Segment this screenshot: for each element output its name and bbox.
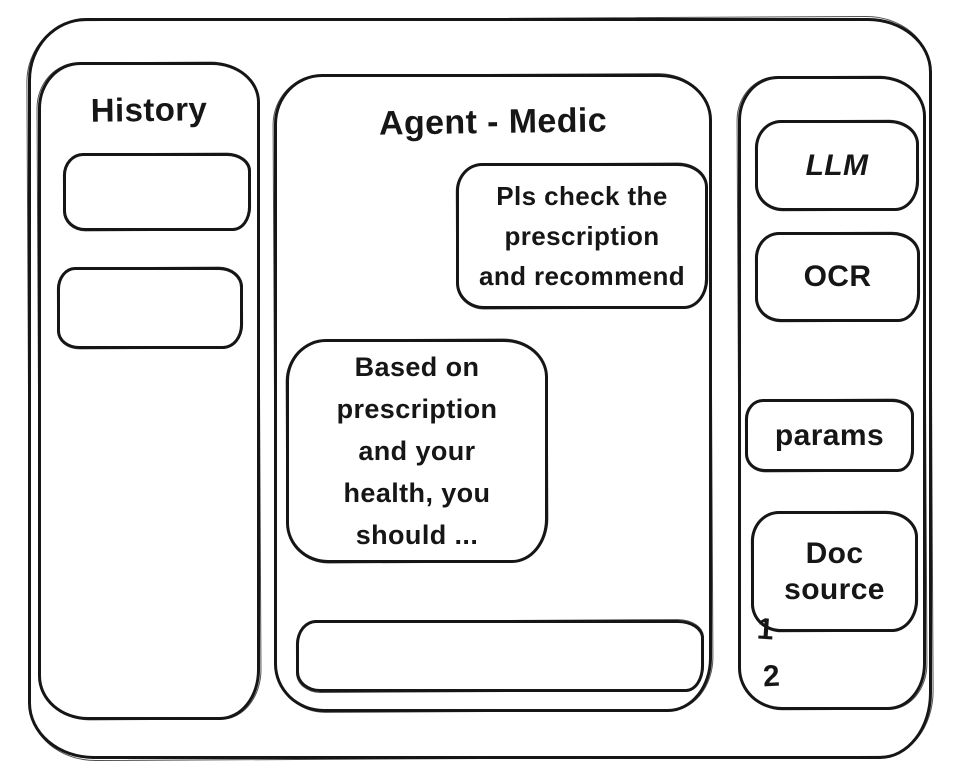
- chat-panel: Agent - Medic Pls check the prescription…: [274, 74, 712, 712]
- chat-input[interactable]: [299, 623, 701, 689]
- history-item[interactable]: [63, 153, 251, 231]
- history-panel: History: [38, 62, 260, 720]
- doc-source-button[interactable]: Doc source: [751, 511, 918, 632]
- history-title: History: [90, 90, 208, 129]
- user-message-bubble: Pls check the prescription and recommend: [456, 163, 708, 309]
- chat-input-box: [296, 620, 704, 692]
- tools-panel: LLM OCR params Doc source 1 2: [738, 76, 926, 710]
- agent-message-bubble: Based on prescription and your health, y…: [286, 339, 548, 563]
- history-item[interactable]: [57, 267, 243, 349]
- doc-source-note-2: 2: [762, 659, 781, 694]
- chat-title: Agent - Medic: [378, 101, 608, 143]
- params-button[interactable]: params: [745, 399, 914, 472]
- doc-source-note-1: 1: [755, 612, 776, 647]
- llm-button[interactable]: LLM: [755, 120, 919, 211]
- ocr-button[interactable]: OCR: [755, 232, 920, 322]
